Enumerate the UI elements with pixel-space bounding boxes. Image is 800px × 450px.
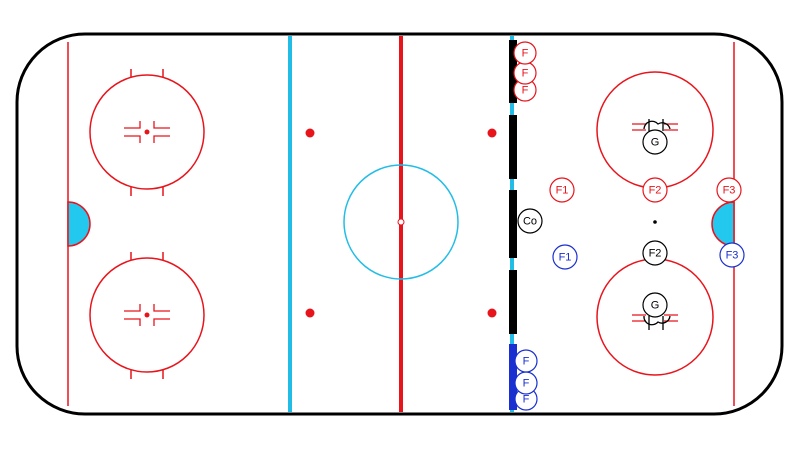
top-bench-red: [509, 40, 517, 103]
player-circle: [549, 177, 575, 203]
neutral-dot: [305, 128, 315, 138]
player-marker-blue-f1: F1: [552, 244, 578, 270]
bench-segment: [509, 115, 517, 179]
player-circle: [514, 349, 538, 373]
left-bottom-faceoff-circle: [89, 252, 205, 379]
player-marker-red-f1: F1: [549, 177, 575, 203]
player-marker-red-f-bench-1: F: [513, 41, 537, 65]
player-label: F: [523, 356, 530, 368]
center-faceoff-dot: [397, 218, 405, 226]
player-label: F3: [723, 185, 736, 197]
player-label: F1: [559, 252, 572, 264]
player-marker-goalie-bottom: G: [642, 292, 668, 318]
center-ice-dot-right: [653, 220, 657, 224]
player-circle: [552, 244, 578, 270]
player-marker-red-f2: F2: [642, 177, 668, 203]
left-top-faceoff-circle: [89, 69, 205, 196]
player-circle: [642, 177, 668, 203]
player-label: F2: [649, 185, 662, 197]
player-marker-goalie-top: G: [642, 129, 668, 155]
player-marker-red-f-bench-2: F: [513, 61, 537, 85]
player-label: F: [523, 394, 530, 406]
left-goal-crease: [67, 201, 91, 247]
player-label: F2: [649, 248, 662, 260]
neutral-dot: [305, 308, 315, 318]
player-circle: [716, 177, 742, 203]
player-marker-coach: Co: [517, 208, 543, 234]
bench-segment: [509, 270, 517, 334]
player-label: F3: [726, 250, 739, 262]
player-label: G: [651, 300, 660, 312]
player-label: Co: [523, 216, 537, 228]
player-circle: [719, 242, 745, 268]
player-circle: [642, 240, 668, 266]
neutral-dot: [487, 128, 497, 138]
player-marker-red-f3: F3: [716, 177, 742, 203]
player-marker-blue-f-bench-2: F: [514, 371, 538, 395]
player-label: F1: [556, 185, 569, 197]
neutral-dot: [487, 308, 497, 318]
center-circle: [343, 164, 459, 280]
player-label: F: [522, 68, 529, 80]
player-marker-blue-f-bench-1: F: [514, 349, 538, 373]
player-label: F: [523, 378, 530, 390]
player-circle: [513, 41, 537, 65]
player-circle: [642, 129, 668, 155]
player-label: F: [522, 85, 529, 97]
player-marker-blue-f2: F2: [642, 240, 668, 266]
player-circle: [517, 208, 543, 234]
bench-segment: [509, 190, 517, 258]
player-label: F: [522, 48, 529, 60]
player-circle: [642, 292, 668, 318]
bottom-bench-blue: [509, 344, 517, 410]
player-label: G: [651, 137, 660, 149]
player-marker-blue-f3: F3: [719, 242, 745, 268]
